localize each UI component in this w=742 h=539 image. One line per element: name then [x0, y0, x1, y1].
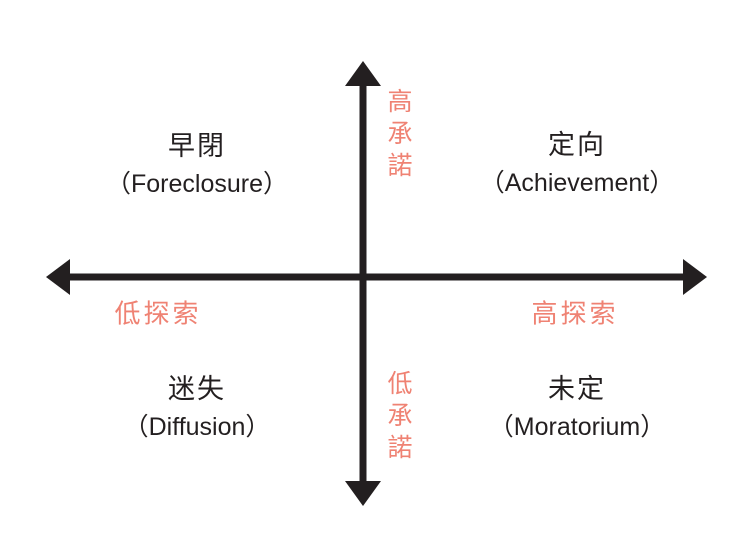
quadrant-bottom-right: 未定 （Moratorium）	[489, 370, 665, 446]
quadrant-top-right: 定向 （Achievement）	[480, 126, 675, 202]
quadrant-bottom-right-zh: 未定	[547, 374, 606, 404]
quadrant-top-left: 早閉 （Foreclosure）	[106, 127, 288, 203]
quadrant-bottom-right-en: （Moratorium）	[488, 413, 666, 441]
arrowhead-right-icon	[683, 259, 707, 295]
quadrant-top-right-zh: 定向	[548, 130, 606, 160]
quadrant-bottom-left: 迷失 （Diffusion）	[124, 370, 271, 446]
quadrant-top-left-en: （Foreclosure）	[106, 170, 288, 198]
y-axis-bottom-label: 低承諾	[384, 370, 412, 466]
quadrant-top-right-en: （Achievement）	[479, 169, 675, 197]
y-axis-top-label: 高承諾	[384, 88, 412, 184]
x-axis-left-label: 低探索	[114, 298, 202, 329]
quadrant-top-left-zh: 早閉	[168, 131, 226, 161]
arrowhead-up-icon	[345, 61, 381, 86]
x-axis-right-label: 高探索	[531, 298, 619, 329]
quadrant-bottom-left-zh: 迷失	[167, 374, 226, 404]
arrowhead-left-icon	[46, 259, 70, 295]
arrowhead-down-icon	[345, 481, 381, 506]
quadrant-bottom-left-en: （Diffusion）	[123, 413, 271, 441]
